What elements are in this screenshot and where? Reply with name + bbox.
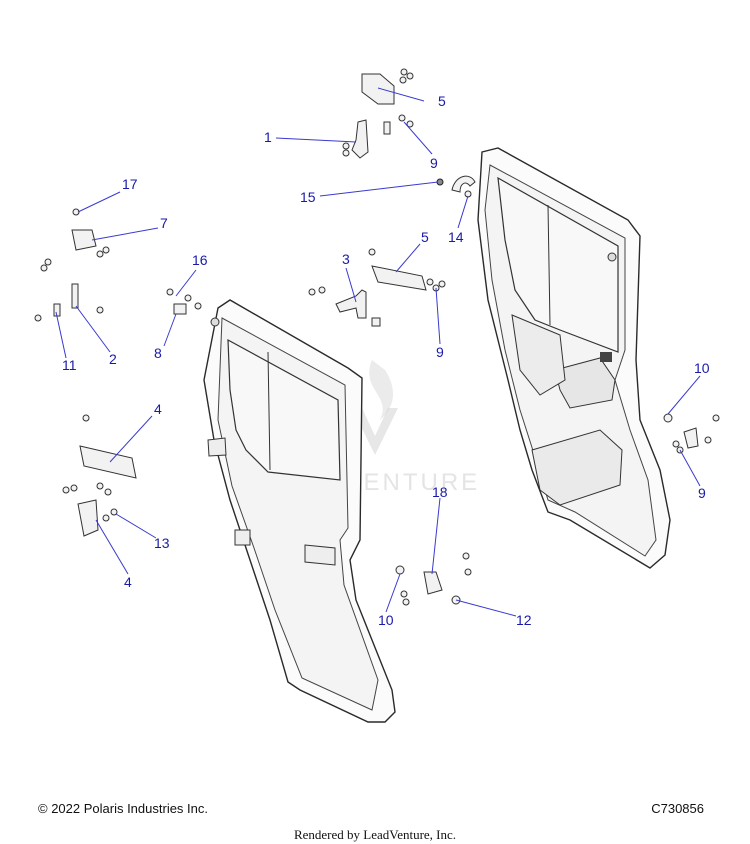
callout-8[interactable]: 8 [154,345,162,361]
callout-3[interactable]: 3 [342,251,350,267]
callout-13[interactable]: 13 [154,535,170,551]
callout-12[interactable]: 12 [516,612,532,628]
part-10-bolt-right [663,413,720,454]
callout-2[interactable]: 2 [109,351,117,367]
callout-9-right[interactable]: 9 [698,485,706,501]
callout-1[interactable]: 1 [264,129,272,145]
part-5-striker-upper [368,248,446,292]
callout-14[interactable]: 14 [448,229,464,245]
part-14-check-strap [436,175,476,198]
callout-7[interactable]: 7 [160,215,168,231]
part-7-bracket [40,208,110,272]
callout-11[interactable]: 11 [62,357,77,373]
rear-door [477,147,671,569]
callout-5-lower[interactable]: 4 [154,401,162,417]
part-5-striker-lower [79,414,137,479]
callouts: 5 1 9 15 14 5 3 9 7 17 16 8 2 11 4 13 4 … [62,93,710,628]
callout-15[interactable]: 15 [300,189,316,205]
front-door [203,299,396,723]
diagram-code: C730856 [651,801,704,816]
callout-10-lower[interactable]: 10 [378,612,394,628]
callout-9-mid[interactable]: 9 [436,344,444,360]
callout-18[interactable]: 18 [432,484,448,500]
part-4-bracket [62,482,118,537]
copyright-text: © 2022 Polaris Industries Inc. [38,801,208,816]
callout-16[interactable]: 16 [192,252,208,268]
callout-6[interactable]: 5 [438,93,446,109]
callout-9-top[interactable]: 9 [430,155,438,171]
leader-lines [55,87,701,617]
rendered-by-text: Rendered by LeadVenture, Inc. [293,827,457,842]
callout-5-upper[interactable]: 5 [421,229,429,245]
part-1-hinge [342,114,414,159]
part-6-hinge [361,68,414,105]
callout-4[interactable]: 4 [124,574,132,590]
part-3-bracket [308,286,381,327]
part-18-bracket [395,552,472,606]
callout-17[interactable]: 17 [122,176,138,192]
callout-10-right[interactable]: 10 [694,360,710,376]
part-2-pin [34,283,104,322]
part-8-latch [166,288,202,315]
